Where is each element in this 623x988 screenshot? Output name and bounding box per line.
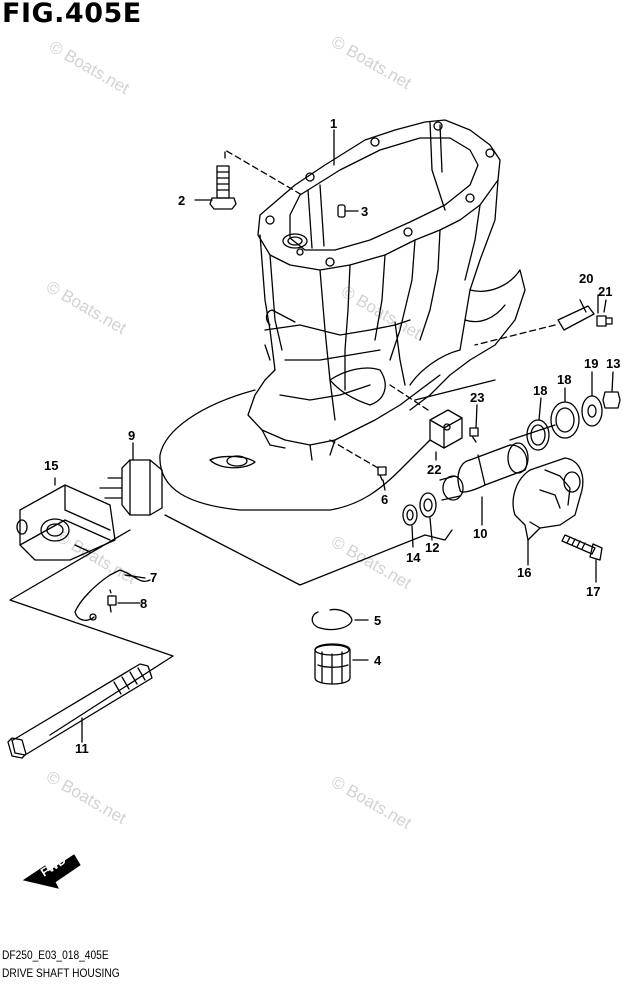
callout-20: 20 [579, 271, 593, 286]
seal-ring-part-18 [526, 419, 550, 451]
stud-part-11 [7, 663, 153, 759]
callout-11: 11 [75, 741, 89, 756]
figure-caption: DRIVE SHAFT HOUSING [2, 966, 120, 980]
dowel-pin-part-3 [337, 204, 346, 218]
callout-6: 6 [381, 492, 388, 507]
watermark: © Boats.net [328, 532, 415, 593]
callout-17: 17 [586, 584, 600, 599]
screw-part-8 [107, 595, 117, 613]
housing-base-plate [159, 389, 431, 511]
bracket-part-15 [16, 484, 116, 561]
reference-line [9, 529, 174, 736]
callout-16: 16 [517, 565, 531, 580]
leader-line [224, 149, 303, 196]
callout-18: 18 [557, 372, 571, 387]
reference-line [164, 514, 453, 586]
watermark: © Boats.net [328, 772, 415, 833]
bolt-part-2 [209, 165, 237, 210]
mount-block-part-22 [429, 409, 463, 449]
watermark: © Boats.net [328, 32, 415, 93]
wire-part-7 [74, 569, 151, 621]
callout-8: 8 [140, 596, 147, 611]
watermark-layer: © Boats.net © Boats.net © Boats.net © Bo… [43, 32, 425, 833]
washer-part-12 [419, 492, 437, 518]
callout-23: 23 [470, 390, 484, 405]
callout-4: 4 [374, 653, 382, 668]
washer-part-19 [581, 395, 603, 427]
nut-part-13 [602, 391, 621, 409]
bolt-part-21 [596, 315, 613, 327]
bolt-part-23 [469, 427, 479, 443]
callout-18b: 18 [533, 383, 547, 398]
circlip-part-5 [311, 608, 353, 631]
clip-part-20 [557, 305, 595, 331]
drive-shaft-housing [247, 119, 526, 461]
watermark: © Boats.net [338, 282, 425, 343]
callout-5: 5 [374, 613, 381, 628]
mount-bushing-part-10 [439, 442, 529, 501]
callout-labels: 1 2 3 20 21 13 19 18 18 23 22 9 15 6 10 … [44, 116, 620, 756]
callout-22: 22 [427, 462, 441, 477]
callout-19: 19 [584, 356, 598, 371]
callout-21: 21 [598, 284, 612, 299]
mount-bracket-part-16 [512, 457, 584, 541]
model-code: DF250_E03_018_405E [2, 948, 109, 962]
callout-13: 13 [606, 356, 620, 371]
callout-9: 9 [128, 428, 135, 443]
bolt-part-17 [561, 534, 603, 561]
callout-2: 2 [178, 193, 185, 208]
washer-part-14 [402, 504, 418, 526]
callout-14: 14 [406, 550, 421, 565]
callout-3: 3 [361, 204, 368, 219]
grommet-part-9 [99, 459, 163, 516]
watermark: © Boats.net [46, 37, 133, 98]
bolt-part-6 [377, 466, 387, 481]
ring-part-18 [550, 401, 580, 439]
callout-12: 12 [425, 540, 439, 555]
figure-title: FIG.405E [2, 0, 142, 29]
nut-part-4 [314, 643, 351, 685]
callout-10: 10 [473, 526, 487, 541]
callout-7: 7 [150, 570, 157, 585]
callout-15: 15 [44, 458, 58, 473]
fwd-direction-arrow: FWD [22, 853, 81, 889]
watermark: © Boats.net [43, 277, 130, 338]
callout-1: 1 [330, 116, 337, 131]
watermark: © Boats.net [43, 767, 130, 828]
